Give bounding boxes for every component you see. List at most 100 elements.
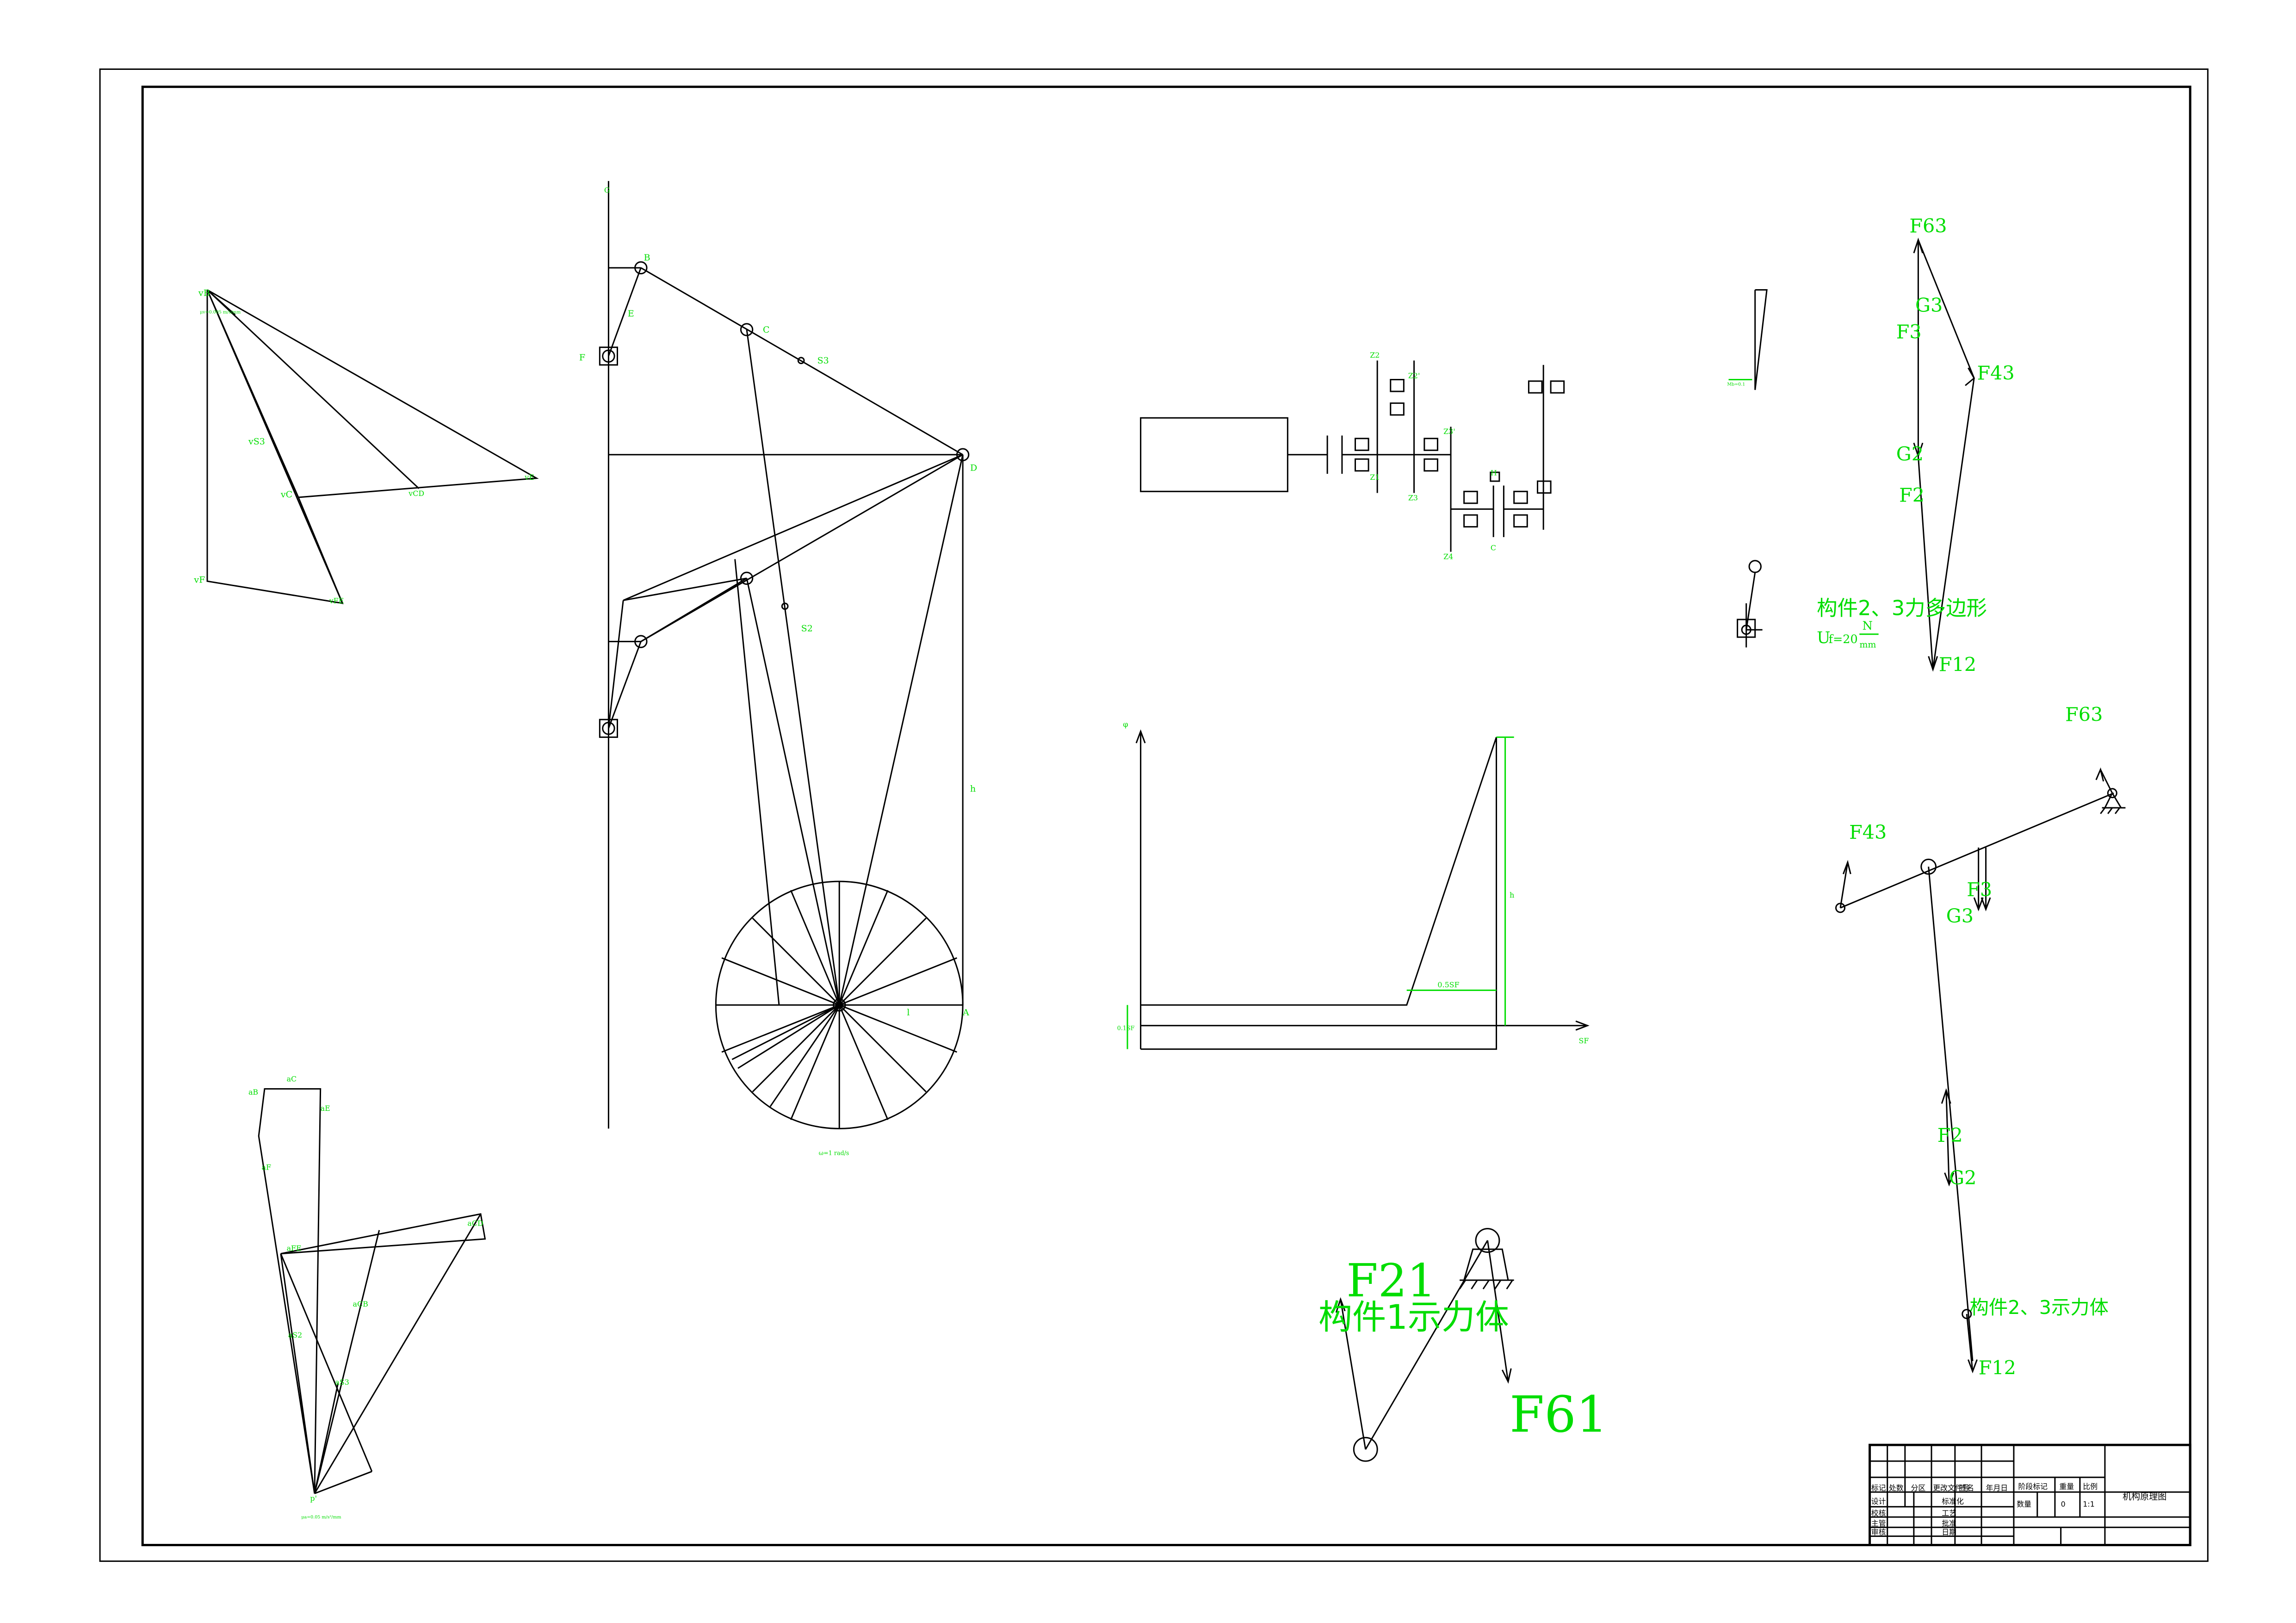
fb-f3: F3 (1967, 879, 1992, 901)
fp-f63: F63 (1909, 215, 1947, 237)
sheet-frame (100, 69, 2208, 1561)
fp-caption: 构件2、3力多边形 (1817, 596, 1987, 620)
fp-scale-num: N (1863, 619, 1873, 632)
label-graph-x: SF (1578, 1036, 1589, 1045)
tb-qty-val: 0 (2061, 1500, 2066, 1509)
fp-scale-den: mm (1859, 639, 1876, 650)
fb-g3: G3 (1946, 905, 1974, 927)
label-graph-y: φ (1123, 720, 1128, 729)
label-vscale: μv=0.005 m/s/mm (200, 310, 241, 315)
fb1-f61: F61 (1510, 1386, 1608, 1443)
fp-f12: F12 (1939, 653, 1976, 675)
tb-drawing-name: 机构原理图 (2123, 1492, 2166, 1502)
fp-g3: G3 (1915, 294, 1943, 316)
label-af: aF (262, 1163, 271, 1171)
label-afe: aFE (287, 1244, 302, 1252)
tb-scale: 比例 (2083, 1482, 2098, 1491)
label-s3: S3 (817, 356, 829, 366)
fb-f43: F43 (1849, 821, 1887, 843)
label-gc: C (1491, 543, 1496, 552)
kinematic-diagram: B E C S3 D F S2 A h l ω=1 rad/s G (579, 181, 977, 1157)
free-body-1: F21 构件1示力体 F61 (1318, 1229, 1608, 1462)
label-ae: aE (321, 1104, 330, 1113)
tb-r4c3: 日期 (1942, 1528, 1956, 1536)
tb-scale-val: 1:1 (2083, 1500, 2095, 1509)
label-acb: aCB (353, 1300, 368, 1308)
label-z3p: Z3' (1443, 427, 1455, 436)
fb1-caption: 构件1示力体 (1318, 1298, 1509, 1337)
label-omega: ω=1 rad/s (819, 1150, 849, 1157)
tb-qty: 数量 (2017, 1500, 2031, 1509)
label-a: A (962, 1007, 969, 1017)
fb-f12: F12 (1979, 1357, 2016, 1379)
label-vf: vF (193, 575, 205, 585)
tb-r2c3: 工艺 (1942, 1509, 1956, 1518)
label-vcd: vCD (408, 489, 424, 498)
fp-g2: G2 (1896, 443, 1924, 465)
title-block: 标记 处数 分区 更改文件号 签名 年月日 设计 标准化 校核 工艺 主管 批准… (1870, 1445, 2191, 1545)
label-ac: aC (287, 1075, 297, 1084)
motion-graph: φ SF h 0.5SF 0.1SF (1117, 720, 1589, 1049)
label-z2: Z2 (1370, 351, 1380, 359)
label-as3: aS3 (335, 1378, 349, 1387)
label-z2p: Z2' (1408, 371, 1420, 380)
tb-h2: 分区 (1911, 1484, 1926, 1493)
fp-f2: F2 (1899, 484, 1925, 507)
label-e: E (628, 309, 634, 319)
label-graph-h: h (1510, 891, 1514, 899)
label-graph-ramp: 0.5SF (1437, 980, 1459, 989)
label-d: D (970, 463, 977, 473)
tb-r3: 主管 (1871, 1519, 1886, 1528)
label-l: l (907, 1007, 910, 1017)
label-z4: Z4 (1443, 552, 1453, 561)
label-vb: vB (198, 288, 210, 298)
tb-h0: 标记 (1871, 1484, 1886, 1493)
label-axis: G (604, 186, 610, 195)
label-h: h (970, 784, 976, 794)
label-vc: vC (280, 489, 292, 500)
tb-h1: 处数 (1889, 1484, 1904, 1493)
tb-h5: 年月日 (1986, 1484, 2008, 1493)
label-vfe: vFE (329, 596, 344, 605)
label-ascale: μa=0.05 m/s²/mm (301, 1515, 341, 1520)
label-acd: aCD (467, 1219, 483, 1227)
fb-caption: 构件2、3示力体 (1970, 1296, 2109, 1319)
acceleration-polygon: aB aC aE aF aFE aCB aCD aS2 aS3 p' μa=0.… (248, 1075, 485, 1520)
velocity-polygon: vB vS3 vC vCD vE vF vFE μv=0.005 m/s/mm (193, 288, 536, 605)
tb-r1c3: 标准化 (1942, 1497, 1964, 1505)
label-gh: H (1491, 468, 1497, 477)
tb-h3: 更改文件号 (1933, 1484, 1969, 1493)
label-s2: S2 (801, 623, 813, 633)
label-as2: aS2 (288, 1331, 302, 1339)
tb-r1: 设计 (1871, 1497, 1886, 1505)
fb1-f21: F21 (1346, 1255, 1436, 1307)
label-z3: Z3 (1408, 493, 1418, 502)
fp-scale-sub: f=20 (1829, 632, 1858, 646)
gearbox-schematic: Z2 Z2' Z3 Z3' Z1 Z4 H C (1141, 351, 1564, 561)
label-z1: Z1 (1370, 473, 1380, 482)
fp-f3: F3 (1896, 321, 1922, 343)
label-graph-base: 0.1SF (1117, 1024, 1135, 1031)
label-vs3: vS3 (248, 436, 265, 446)
tb-weight: 重量 (2059, 1482, 2074, 1491)
label-c: C (763, 325, 770, 335)
free-body-23: F63 F43 F3 G3 F2 G2 构件2、3示力体 F12 (1836, 703, 2125, 1379)
force-polygon-23: F63 G3 F3 F43 G2 F2 F12 构件2、3力多边形 U f=20… (1817, 215, 2015, 675)
tb-r4: 审核 (1871, 1528, 1886, 1536)
tb-stage: 阶段标记 (2018, 1482, 2048, 1491)
tb-r3c3: 批准 (1942, 1519, 1956, 1528)
label-ab: aB (248, 1088, 258, 1096)
fp-scale-pre: U (1817, 629, 1830, 647)
label-p: p' (310, 1494, 317, 1503)
tb-h4: 签名 (1959, 1484, 1974, 1493)
tb-r2: 校核 (1871, 1509, 1886, 1518)
fb-g2: G2 (1949, 1167, 1976, 1189)
label-f: F (579, 353, 585, 363)
label-b: B (644, 253, 650, 263)
fp-f43: F43 (1977, 362, 2015, 384)
small-sketches: Mb=0.1 (1727, 290, 1767, 648)
label-ve: vE (524, 473, 534, 482)
label-small: Mb=0.1 (1727, 382, 1745, 387)
fb-f2: F2 (1937, 1124, 1963, 1146)
